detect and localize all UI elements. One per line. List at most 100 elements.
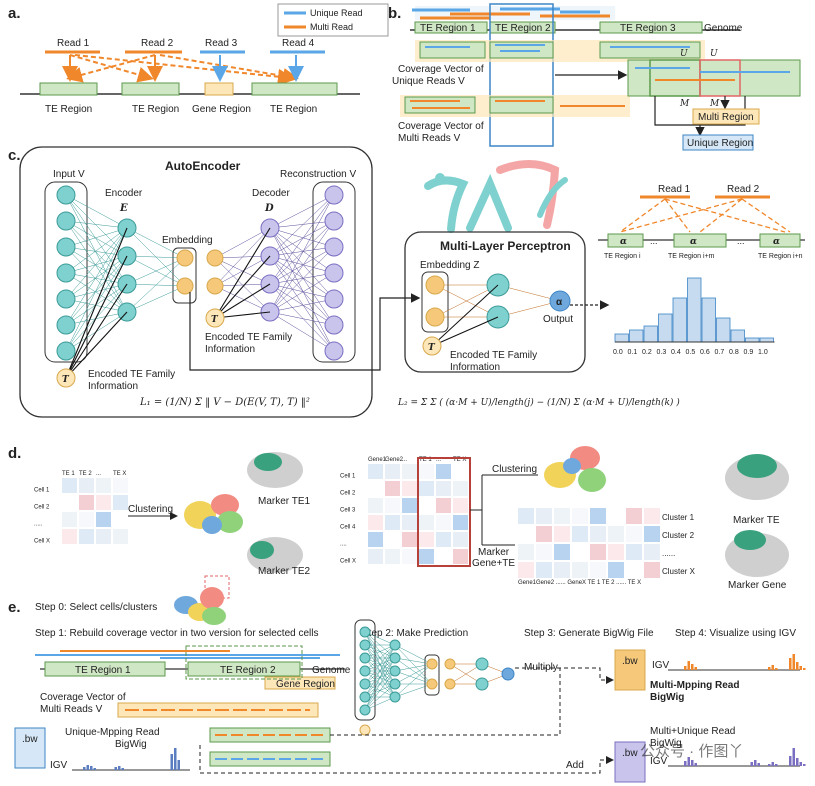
matrix-cell xyxy=(385,549,400,564)
bw-mu-l1: Multi+Unique Read xyxy=(650,726,735,737)
network-node xyxy=(359,678,371,690)
histogram-tick: 0.8 xyxy=(729,349,739,356)
matrix-row-label: Cell 4 xyxy=(340,525,356,531)
matrix-cell xyxy=(518,544,534,560)
e-genome: TE Region 1 TE Region 2 Gene Region Geno… xyxy=(35,645,351,767)
histogram-tick: 0.9 xyxy=(744,349,754,356)
matrix-cell xyxy=(590,562,606,578)
region-im-label: TE Region i+m xyxy=(668,253,715,260)
igv-bar xyxy=(789,658,792,670)
matrix-cell xyxy=(96,495,111,510)
bw-multi-l2: BigWig xyxy=(650,692,684,703)
igv-bar xyxy=(771,762,774,766)
igv-bar xyxy=(694,667,697,670)
matrix-cell xyxy=(536,544,552,560)
panel-a-label: a. xyxy=(8,5,21,22)
igv-bar xyxy=(687,661,690,670)
matrix-cell xyxy=(590,508,606,524)
histogram-tick: 0.0 xyxy=(613,349,623,356)
alpha-genome: Read 1 Read 2 α α α ... ... TE Region i … xyxy=(598,184,805,260)
matrix-header: TE 1 xyxy=(62,471,75,477)
panel-a-genome: TE Region TE Region Gene Region TE Regio… xyxy=(20,82,360,115)
igv-bar xyxy=(799,666,802,670)
matrix-cell xyxy=(436,549,451,564)
cluster-label: Cluster 2 xyxy=(662,531,695,540)
matrix-cell xyxy=(626,544,642,560)
histogram-bar xyxy=(672,297,687,343)
network-node xyxy=(426,658,438,670)
matrix-cell xyxy=(402,532,417,547)
cluster-label: Cluster X xyxy=(662,567,696,576)
matrix-cell xyxy=(436,515,451,530)
d-marker-te2: Marker TE2 xyxy=(258,566,310,577)
network-node xyxy=(324,289,344,309)
matrix-cell xyxy=(62,529,77,544)
e-step4: Step 4: Visualize using IGV xyxy=(675,628,796,639)
matrix-row-label: Cell 1 xyxy=(34,488,50,494)
matrix-cell xyxy=(385,532,400,547)
matrix-header: ... xyxy=(436,457,441,463)
igv-bar xyxy=(83,767,86,770)
network-node xyxy=(389,639,401,651)
mlp-network: α xyxy=(421,271,571,347)
c-read1-label: Read 1 xyxy=(658,184,691,195)
matrix-row-label: Cell 3 xyxy=(340,508,356,514)
matrix-cell xyxy=(419,549,434,564)
igv-bar xyxy=(775,764,778,766)
matrix-cell xyxy=(572,544,588,560)
matrix-row-label: .... xyxy=(340,542,347,548)
network-node xyxy=(56,185,76,205)
e-cov-l2: Multi Reads V xyxy=(40,704,103,715)
matrix-cell xyxy=(368,515,383,530)
matrix-cell xyxy=(572,526,588,542)
e-step1: Step 1: Rebuild coverage vector in two v… xyxy=(35,628,318,639)
ae-to-mlp-arrow xyxy=(189,292,421,371)
ae-reconstruction-label: Reconstruction V xyxy=(280,169,356,180)
igv-bar xyxy=(803,668,806,670)
mlp-output-label: Output xyxy=(543,314,573,325)
matrix-header: TE X xyxy=(113,471,126,477)
matrix-cell xyxy=(113,529,128,544)
matrix-cell xyxy=(626,562,642,578)
mlp-title: Multi-Layer Perceptron xyxy=(440,239,571,253)
mlp-embedding-label: Embedding Z xyxy=(420,260,479,271)
matrix-cell xyxy=(536,562,552,578)
matrix-cell xyxy=(644,544,660,560)
matrix-cell xyxy=(402,481,417,496)
read1-label: Read 1 xyxy=(57,38,90,49)
matrix-cell xyxy=(385,498,400,513)
matrix-cell xyxy=(644,526,660,542)
mlp-encoded-l2: Information xyxy=(450,362,500,373)
igv-bar xyxy=(691,664,694,670)
histogram-bar xyxy=(614,333,629,343)
e-step0: Step 0: Select cells/clusters xyxy=(35,602,157,613)
matrix-cell xyxy=(419,532,434,547)
ae-decoder-label: Decoder xyxy=(252,188,290,199)
matrix-cell xyxy=(368,464,383,479)
histogram-tick: 0.1 xyxy=(628,349,638,356)
matrix-cell xyxy=(554,544,570,560)
histogram-bar xyxy=(730,329,745,343)
matrix-cell xyxy=(572,508,588,524)
matrix-cell xyxy=(113,512,128,527)
bw-multi-igv: IGV xyxy=(652,660,670,671)
matrix-cell xyxy=(518,562,534,578)
network-node xyxy=(176,249,194,267)
autoencoder-title: AutoEncoder xyxy=(165,159,241,173)
ae-ti-label: T xyxy=(62,375,70,385)
histogram-tick: 0.7 xyxy=(715,349,725,356)
cluster-label: ...... xyxy=(662,549,675,558)
matrix-cell xyxy=(436,464,451,479)
matrix-header: TE 2 xyxy=(79,471,92,477)
legend-a: Unique Read Multi Read xyxy=(277,3,389,37)
b-mj-label: M xyxy=(709,99,720,109)
igv-bar xyxy=(768,667,771,670)
matrix-cell xyxy=(402,498,417,513)
ae-encoded2-l2: Information xyxy=(205,344,255,355)
igv-bar xyxy=(684,666,687,670)
bw-mu-label: .bw xyxy=(622,748,638,759)
network-node xyxy=(425,275,445,295)
alpha-dots2: ... xyxy=(737,236,745,246)
igv-bar xyxy=(170,754,173,770)
